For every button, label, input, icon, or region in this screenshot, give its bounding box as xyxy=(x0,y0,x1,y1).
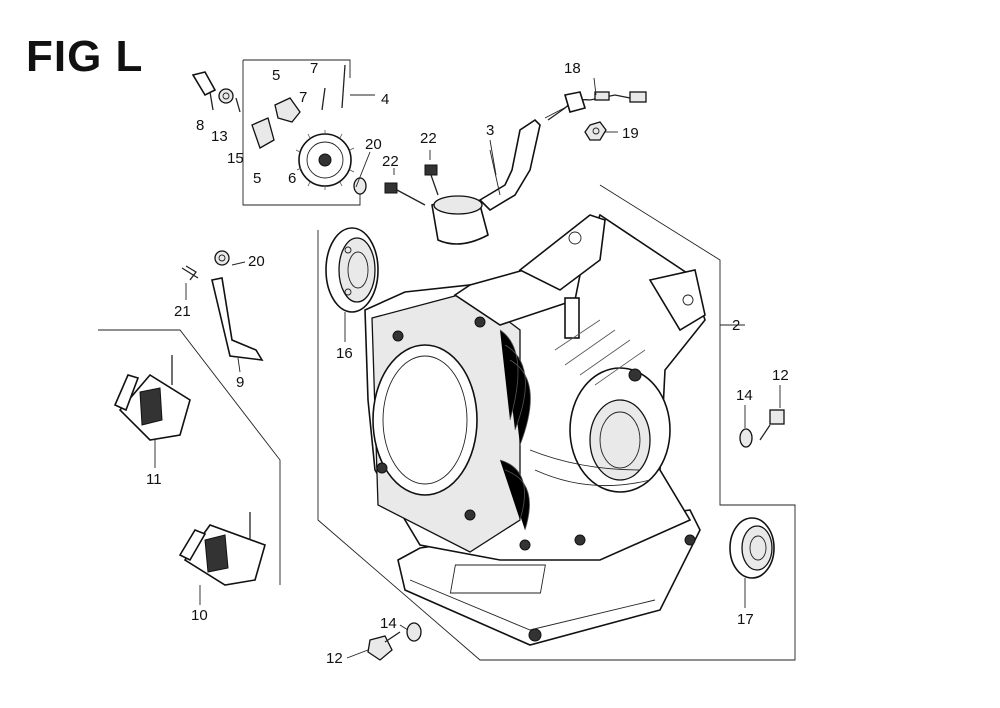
callout-labels: 2 3 4 5 5 6 7 7 8 9 10 11 12 12 13 14 14… xyxy=(146,60,789,667)
callout-21: 21 xyxy=(174,303,191,320)
callout-14-bottom: 14 xyxy=(380,615,397,632)
callout-7-top: 7 xyxy=(310,60,318,77)
callout-6: 6 xyxy=(288,170,296,187)
governor-group-outline xyxy=(242,59,375,206)
engine-mount-11 xyxy=(113,355,191,468)
breather-assembly-3 xyxy=(431,104,571,245)
callout-22-lower: 22 xyxy=(382,153,399,170)
callout-11: 11 xyxy=(146,471,162,488)
leader-lines xyxy=(185,77,781,659)
oil-seal-16 xyxy=(325,227,379,342)
callout-20-lower: 20 xyxy=(248,253,265,270)
callout-8: 8 xyxy=(196,117,204,134)
washer-13 xyxy=(218,88,234,104)
callout-4: 4 xyxy=(381,91,389,108)
pipe-9 xyxy=(211,277,264,361)
bolt-12-right xyxy=(759,409,785,441)
bolt-22-lower xyxy=(384,182,426,206)
callout-19: 19 xyxy=(622,125,639,142)
callout-12-right: 12 xyxy=(772,367,789,384)
washer-14-right xyxy=(739,428,753,448)
callout-20-upper: 20 xyxy=(365,136,382,153)
callout-2: 2 xyxy=(732,317,740,334)
crankcase xyxy=(364,213,706,646)
callout-5-bottom: 5 xyxy=(253,170,261,187)
washer-14-bottom xyxy=(406,622,422,642)
washer-20-upper xyxy=(353,177,367,195)
callout-17: 17 xyxy=(737,611,754,628)
governor-pin-7 xyxy=(321,64,346,111)
callout-10: 10 xyxy=(191,607,208,624)
engine-mount-10 xyxy=(178,512,266,605)
callout-15: 15 xyxy=(227,150,244,167)
nut-19 xyxy=(584,121,607,141)
callout-3: 3 xyxy=(486,122,494,139)
washer-20-lower xyxy=(214,250,230,266)
wire-harness-18 xyxy=(547,91,647,121)
mount-group-outline xyxy=(98,329,281,585)
callout-7-mid: 7 xyxy=(299,89,307,106)
governor-shaft-8 xyxy=(191,71,217,111)
crankcase-group-outline xyxy=(317,184,796,661)
callout-18: 18 xyxy=(564,60,581,77)
callout-5-top: 5 xyxy=(272,67,280,84)
callout-16: 16 xyxy=(336,345,353,362)
callout-14-right: 14 xyxy=(736,387,753,404)
clip-21 xyxy=(181,265,199,281)
callout-12-bottom: 12 xyxy=(326,650,343,667)
bolt-22-upper xyxy=(424,164,439,196)
figure-title: FIG L xyxy=(26,32,144,81)
callout-13: 13 xyxy=(211,128,228,145)
governor-gear-6 xyxy=(295,130,355,190)
clip-15 xyxy=(235,97,241,113)
bolt-12-bottom xyxy=(367,631,401,661)
oil-seal-17 xyxy=(729,517,775,608)
governor-weight-5 xyxy=(251,97,301,149)
callout-9: 9 xyxy=(236,374,244,391)
callout-22-upper: 22 xyxy=(420,130,437,147)
